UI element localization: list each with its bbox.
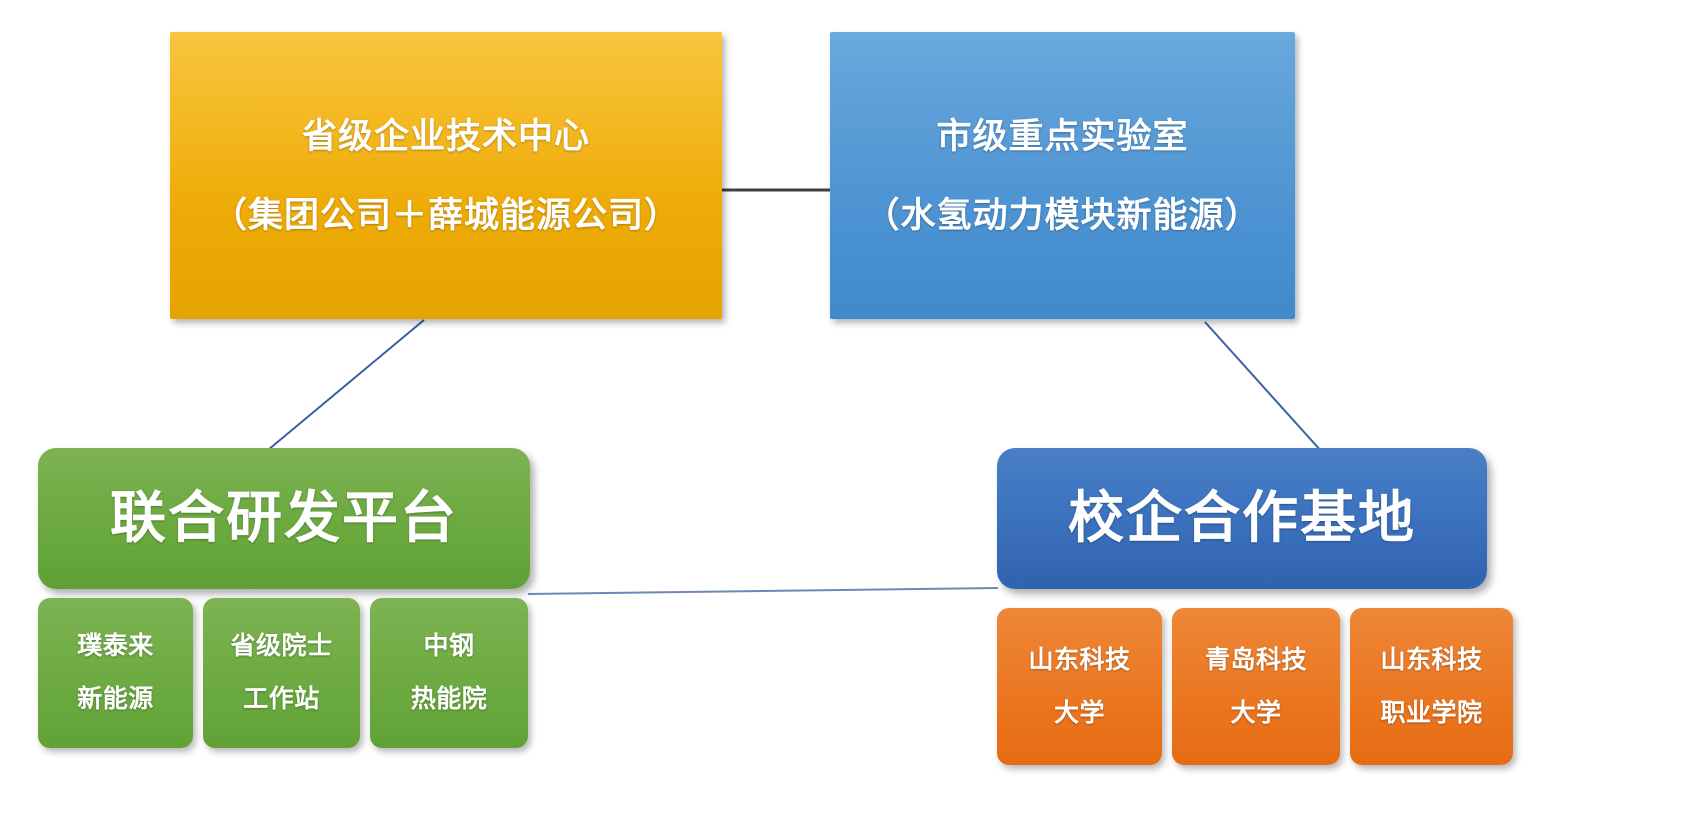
leaf-node-shandong-vocational-college-science-technology[interactable]: 山东科技 职业学院 [1350, 608, 1513, 765]
leaf-label-line2: 大学 [1053, 698, 1105, 727]
connector-key-lab-to-school-base [1204, 321, 1323, 453]
node-provincial-enterprise-tech-center[interactable]: 省级企业技术中心 （集团公司＋薛城能源公司） [170, 32, 722, 319]
node-title-line1: 校企合作基地 [1068, 486, 1416, 550]
node-joint-rd-platform[interactable]: 联合研发平台 [38, 448, 530, 589]
node-title-line1: 市级重点实验室 [936, 116, 1189, 156]
connector-tech-center-to-joint-platform [267, 319, 425, 451]
node-title-line1: 省级企业技术中心 [301, 116, 590, 156]
leaf-label-line2: 工作站 [243, 685, 320, 713]
connector-joint-platform-to-school-base [527, 587, 999, 595]
leaf-node-zhonggang-thermal-energy-institute[interactable]: 中钢 热能院 [370, 598, 528, 748]
leaf-label-line1: 青岛科技 [1204, 645, 1307, 674]
leaf-node-qingdao-univ-science-technology[interactable]: 青岛科技 大学 [1172, 608, 1340, 765]
leaf-node-provincial-academician-workstation[interactable]: 省级院士 工作站 [203, 598, 360, 748]
leaf-label-line1: 璞泰来 [77, 632, 154, 660]
node-municipal-key-laboratory[interactable]: 市级重点实验室 （水氢动力模块新能源） [830, 32, 1295, 319]
node-school-enterprise-cooperation-base[interactable]: 校企合作基地 [997, 448, 1487, 589]
leaf-label-line2: 大学 [1230, 698, 1282, 727]
leaf-node-putailai-new-energy[interactable]: 璞泰来 新能源 [38, 598, 193, 748]
leaf-label-line1: 山东科技 [1380, 645, 1483, 674]
node-title-line2: （集团公司＋薛城能源公司） [211, 195, 680, 235]
node-title-line1: 联合研发平台 [110, 486, 458, 550]
leaf-label-line1: 山东科技 [1028, 645, 1131, 674]
leaf-label-line2: 职业学院 [1380, 698, 1483, 727]
node-title-line2: （水氢动力模块新能源） [864, 195, 1261, 235]
leaf-label-line1: 省级院士 [230, 632, 333, 660]
leaf-node-shandong-univ-science-technology[interactable]: 山东科技 大学 [997, 608, 1162, 765]
leaf-label-line2: 热能院 [410, 685, 488, 713]
leaf-label-line1: 中钢 [423, 632, 475, 660]
leaf-label-line2: 新能源 [77, 685, 154, 713]
